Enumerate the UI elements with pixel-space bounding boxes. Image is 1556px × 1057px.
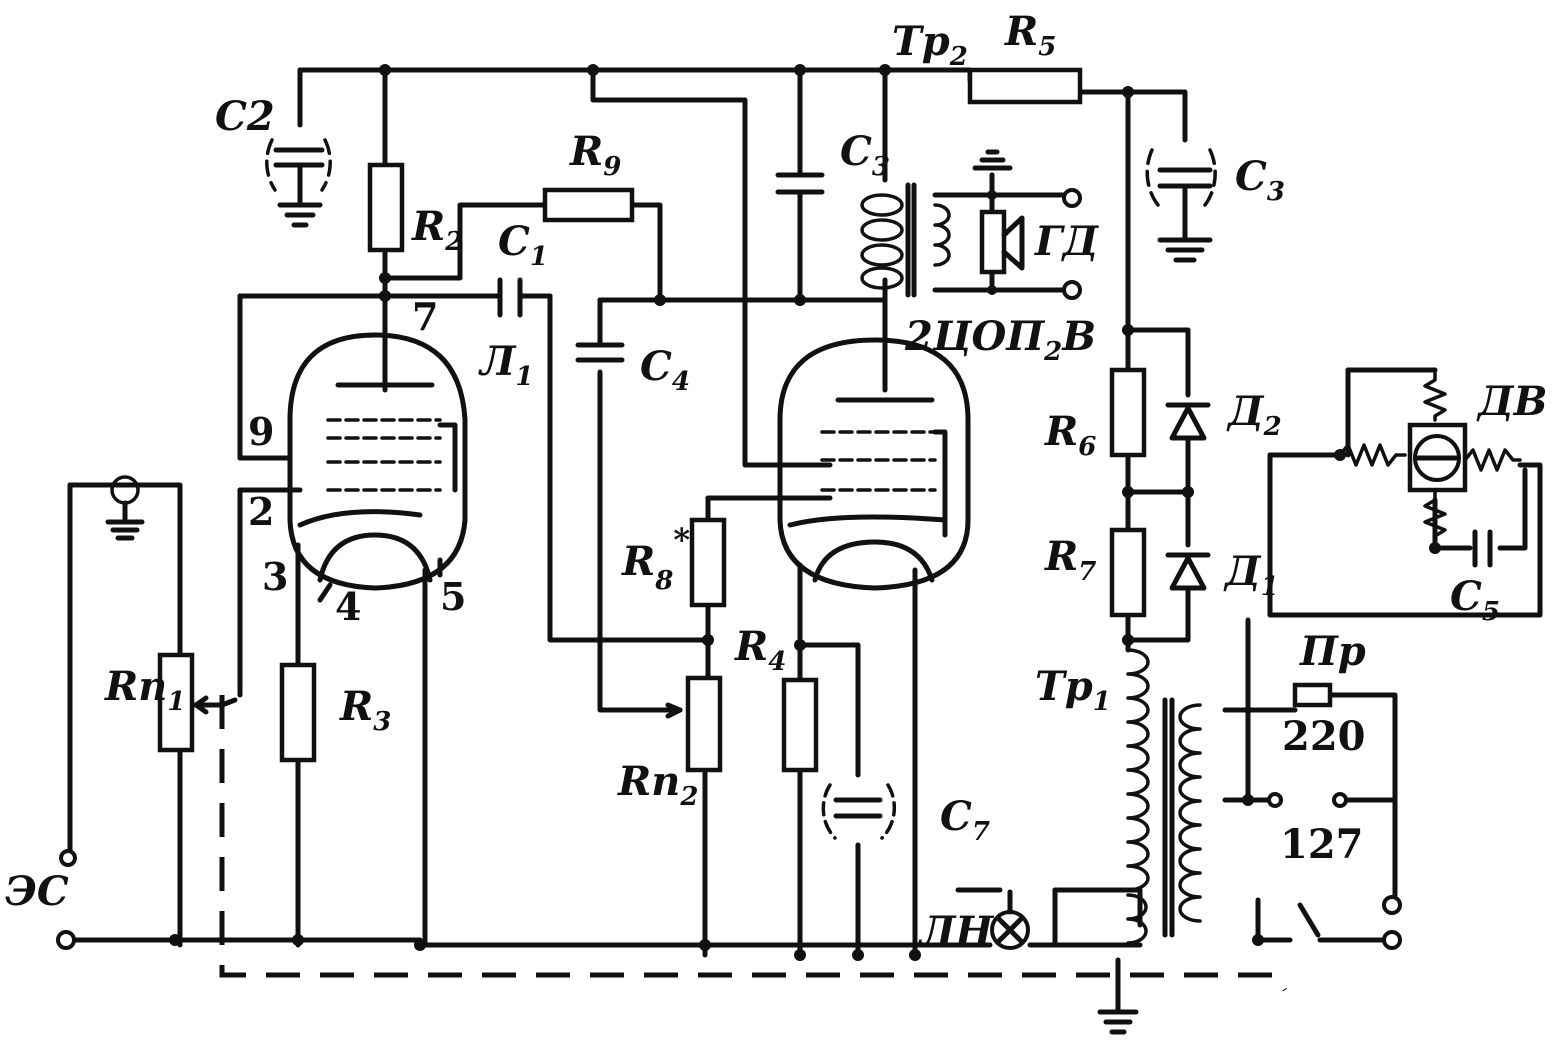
resistor-r7 [1109,527,1147,618]
resistor-r6 [1109,367,1147,458]
label-pin9: 9 [248,409,274,454]
junction-dots [169,64,1441,961]
ground-symbol-bottom [1097,1009,1139,1035]
label-c3-left: C3 [840,128,890,182]
label-ec: ЭС [5,868,69,915]
label-dv: ДВ [1476,378,1547,425]
potentiometer-rp2 [665,675,723,773]
terminal-ec-bottom [56,930,76,950]
capacitor-c7 [821,783,897,840]
label-c4: C4 [640,343,690,397]
label-tp2: Tp2 [892,18,968,72]
voltage-selector [1267,792,1348,808]
label-pin7: 7 [412,294,438,339]
diode-d1 [1165,552,1211,591]
resistor-r2 [367,162,405,253]
terminal-ec-top [59,849,77,867]
label-pin3: 3 [262,554,288,599]
label-c3-right: C3 [1235,153,1285,207]
label-r3: R3 [339,683,391,737]
label-gd: ГД [1034,218,1100,265]
label-d2: Д2 [1226,388,1282,442]
pilot-lamp-ln [990,889,1030,950]
label-c1: C1 [498,218,548,272]
label-220: 220 [1282,713,1366,760]
capacitor-c5 [1472,529,1493,568]
tube-2 [777,337,971,591]
label-l1: Л1 [478,338,533,392]
speaker-gd [972,149,1082,300]
capacitor-c4 [575,342,625,363]
resistor-r9 [542,187,635,223]
label-127: 127 [1280,821,1364,868]
label-rp1: Rп1 [104,663,185,717]
tube-l1 [287,332,468,603]
wiring [65,67,1543,1013]
label-r8: R8* [621,521,690,596]
ground-symbol-left [105,475,145,541]
label-ln: ЛН [918,908,994,955]
label-r7: R7 [1044,533,1096,587]
label-pr: Пр [1299,628,1366,675]
resistor-r5 [967,67,1083,105]
potentiometer-rp1 [157,652,238,753]
shield-dashed-line [219,695,1288,992]
label-r2: R2 [411,203,463,257]
resistor-r3 [279,662,317,763]
label-pin5: 5 [440,574,466,619]
resistor-r4 [781,677,819,773]
capacitor-c2 [265,138,332,228]
motor-dv [1338,368,1522,538]
label-r4: R4 [734,623,786,677]
label-r5: R5 [1004,8,1056,62]
resistor-r8 [689,517,727,608]
label-c7: C7 [940,793,990,847]
mains-plug [1382,895,1402,950]
fuse-pr [1292,682,1333,708]
capacitor-c1 [497,277,523,318]
label-tp1: Tp1 [1035,663,1111,717]
label-rp2: Rп2 [617,758,698,812]
label-tube2: 2ЦОП2В [904,313,1096,367]
label-pin4: 4 [335,584,361,629]
label-d1: Д1 [1223,548,1279,602]
transformer-tp2 [860,182,951,298]
capacitor-c3-left [775,172,825,195]
label-pin2: 2 [248,489,274,534]
label-r9: R9 [569,128,621,182]
capacitor-c3-right [1145,148,1217,263]
label-c2: C2 [215,93,275,140]
diode-d2 [1165,402,1211,441]
label-r6: R6 [1044,408,1096,462]
label-c5: C5 [1450,573,1500,627]
transformer-tp1 [1126,648,1202,945]
